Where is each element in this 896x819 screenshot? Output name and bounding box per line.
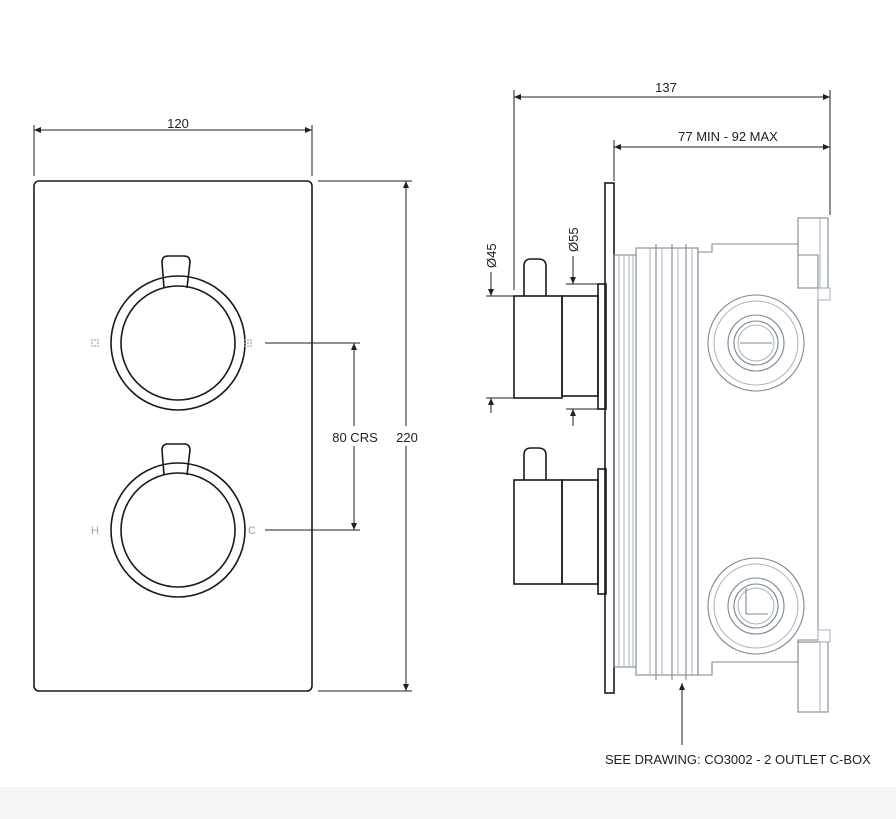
plate-height-value: 220 <box>396 430 418 445</box>
flow-marks-left <box>91 339 99 347</box>
flow-marks-right <box>244 339 252 347</box>
dimension-centres: 80 CRS <box>265 342 382 531</box>
dimension-diameter-small: Ø45 <box>484 243 514 413</box>
dimension-diameter-large: Ø55 <box>566 227 598 426</box>
dimension-total-depth: 137 <box>513 80 831 290</box>
hot-label: H <box>91 525 99 537</box>
front-view: H C 120 220 80 CRS <box>33 116 421 692</box>
plate-width-value: 120 <box>167 116 189 131</box>
diameter-large-value: Ø55 <box>566 227 581 252</box>
centres-value: 80 CRS <box>332 430 378 445</box>
lower-spindle <box>513 447 607 595</box>
page-footer-band <box>0 787 896 819</box>
side-view: 137 77 MIN - 92 MAX <box>484 80 871 767</box>
c-box-note: SEE DRAWING: CO3002 - 2 OUTLET C-BOX <box>605 752 871 767</box>
dimension-plate-height: 220 <box>318 180 421 692</box>
dimension-plate-width: 120 <box>33 116 313 176</box>
cover-plate <box>33 180 313 692</box>
dimension-depth-range: 77 MIN - 92 MAX <box>613 129 831 215</box>
lower-handle <box>110 443 246 598</box>
diameter-small-value: Ø45 <box>484 243 499 268</box>
note-leader: SEE DRAWING: CO3002 - 2 OUTLET C-BOX <box>605 683 871 767</box>
upper-spindle <box>513 258 607 410</box>
upper-handle <box>110 255 246 411</box>
cover-plate-side <box>604 182 615 694</box>
depth-range-value: 77 MIN - 92 MAX <box>678 129 778 144</box>
total-depth-value: 137 <box>655 80 677 95</box>
c-box-body <box>613 217 831 713</box>
cold-label: C <box>248 525 256 537</box>
